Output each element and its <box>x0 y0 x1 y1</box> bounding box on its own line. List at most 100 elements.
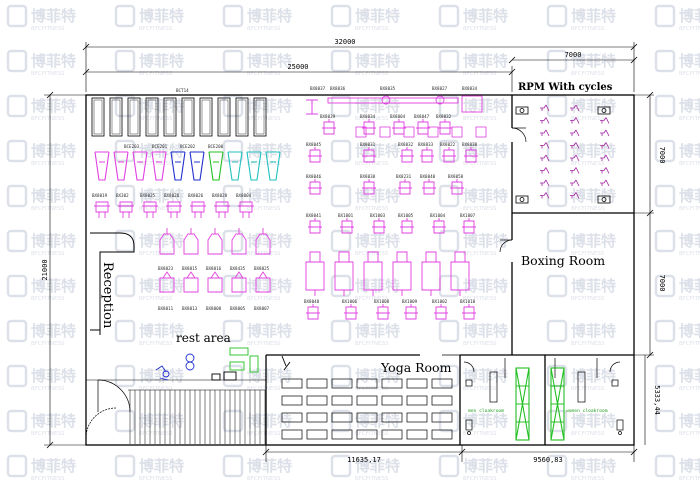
watermark-text: 博菲特 <box>31 322 76 340</box>
selectorized-machine <box>151 151 167 181</box>
machine <box>94 201 110 218</box>
watermark-text: 博菲特 <box>247 457 292 475</box>
yoga-mat <box>431 378 453 389</box>
watermark-logo <box>114 49 136 73</box>
yoga-mat <box>281 429 303 440</box>
bench-pad <box>255 99 265 135</box>
selectorized-machine <box>113 151 129 181</box>
watermark-text: 博菲特 <box>31 367 76 385</box>
watermark-subtext: BFCFITNESS <box>679 251 700 257</box>
watermark-subtext: BFCFITNESS <box>139 161 173 167</box>
dimension-ticks <box>46 43 654 456</box>
watermark-subtext: BFCFITNESS <box>139 296 173 302</box>
watermark-subtext: BFCFITNESS <box>463 341 497 347</box>
watermark-text: 博菲特 <box>679 367 700 385</box>
watermark-logo <box>6 139 28 163</box>
bench-pad <box>147 99 157 135</box>
equipment-label: BX8027 <box>432 86 448 91</box>
yoga-mat <box>281 412 303 423</box>
machine <box>142 201 158 218</box>
watermark-text: 博菲特 <box>679 412 700 430</box>
cycle-icon <box>540 179 550 187</box>
watermark-logo <box>438 454 460 478</box>
machine <box>403 126 415 138</box>
watermark-text: 博菲特 <box>679 97 700 115</box>
watermark-logo <box>222 364 244 388</box>
equipment-label: BCE200 <box>208 144 224 149</box>
watermark-subtext: BFCFITNESS <box>139 386 173 392</box>
machine <box>461 95 483 113</box>
equipment-label: BX8011 <box>158 306 174 311</box>
yoga-mat <box>306 395 328 406</box>
watermark-text: 博菲特 <box>31 97 76 115</box>
watermark-logo <box>6 229 28 253</box>
watermark-text: 博菲特 <box>31 412 76 430</box>
watermark-text: 博菲特 <box>571 142 616 160</box>
watermark-logo <box>222 139 244 163</box>
yoga-mat <box>431 429 453 440</box>
watermark-text: 博菲特 <box>679 187 700 205</box>
bench <box>217 97 231 137</box>
watermark-text: 博菲特 <box>139 187 184 205</box>
watermark-subtext: BFCFITNESS <box>139 26 173 32</box>
watermark-text: 博菲特 <box>247 97 292 115</box>
rest-area-furniture <box>155 347 291 381</box>
entrance-hatching <box>129 390 266 444</box>
machine <box>362 179 376 195</box>
watermark-subtext: BFCFITNESS <box>139 251 173 257</box>
watermark-text: 博菲特 <box>571 52 616 70</box>
equipment-label: BX1005 <box>398 213 414 218</box>
locker-banks <box>515 367 565 441</box>
watermark-text: 博菲特 <box>355 412 400 430</box>
watermark-logo <box>330 229 352 253</box>
watermark-logo <box>114 94 136 118</box>
yoga-mat <box>306 378 328 389</box>
machine <box>420 147 434 163</box>
machine <box>400 147 414 163</box>
bench-pad <box>237 99 247 135</box>
watermark-text: 博菲特 <box>463 322 508 340</box>
watermark-logo <box>222 229 244 253</box>
watermark-logo <box>6 4 28 28</box>
bench-pad <box>165 99 175 135</box>
watermark-logo <box>546 4 568 28</box>
equipment-label: BX8047 <box>414 114 430 119</box>
watermark-text: 博菲特 <box>571 367 616 385</box>
watermark-logo <box>114 409 136 433</box>
machine <box>183 228 199 255</box>
machine <box>207 228 223 255</box>
machine <box>464 147 478 163</box>
watermark-text: 博菲特 <box>31 277 76 295</box>
equipment-label: BX8030 <box>360 174 376 179</box>
watermark-subtext: BFCFITNESS <box>31 251 65 257</box>
bench <box>181 97 195 137</box>
machine <box>355 126 367 138</box>
equipment-label: BX1008 <box>374 299 390 304</box>
equipment-label: BX1003 <box>370 213 386 218</box>
watermark-text: 博菲特 <box>139 457 184 475</box>
watermark-logo <box>438 94 460 118</box>
machine <box>255 228 271 255</box>
cycle-icon <box>540 167 550 174</box>
bench <box>235 97 249 137</box>
watermark-logo <box>654 4 676 28</box>
watermark-text: 博菲特 <box>247 142 292 160</box>
watermark-logo <box>438 364 460 388</box>
watermark-layer: 博菲特BFCFITNESS博菲特BFCFITNESS博菲特BFCFITNESS博… <box>6 4 700 482</box>
machine <box>159 271 175 293</box>
watermark-logo <box>546 409 568 433</box>
rpm-room-label: RPM With cycles <box>518 82 613 93</box>
watermark-logo <box>654 49 676 73</box>
watermark-text: 博菲特 <box>679 457 700 475</box>
watermark-logo <box>654 364 676 388</box>
watermark-logo <box>6 49 28 73</box>
machine <box>422 179 436 195</box>
yoga-mat <box>406 429 428 440</box>
watermark-text: 博菲特 <box>31 232 76 250</box>
watermark-logo <box>222 409 244 433</box>
